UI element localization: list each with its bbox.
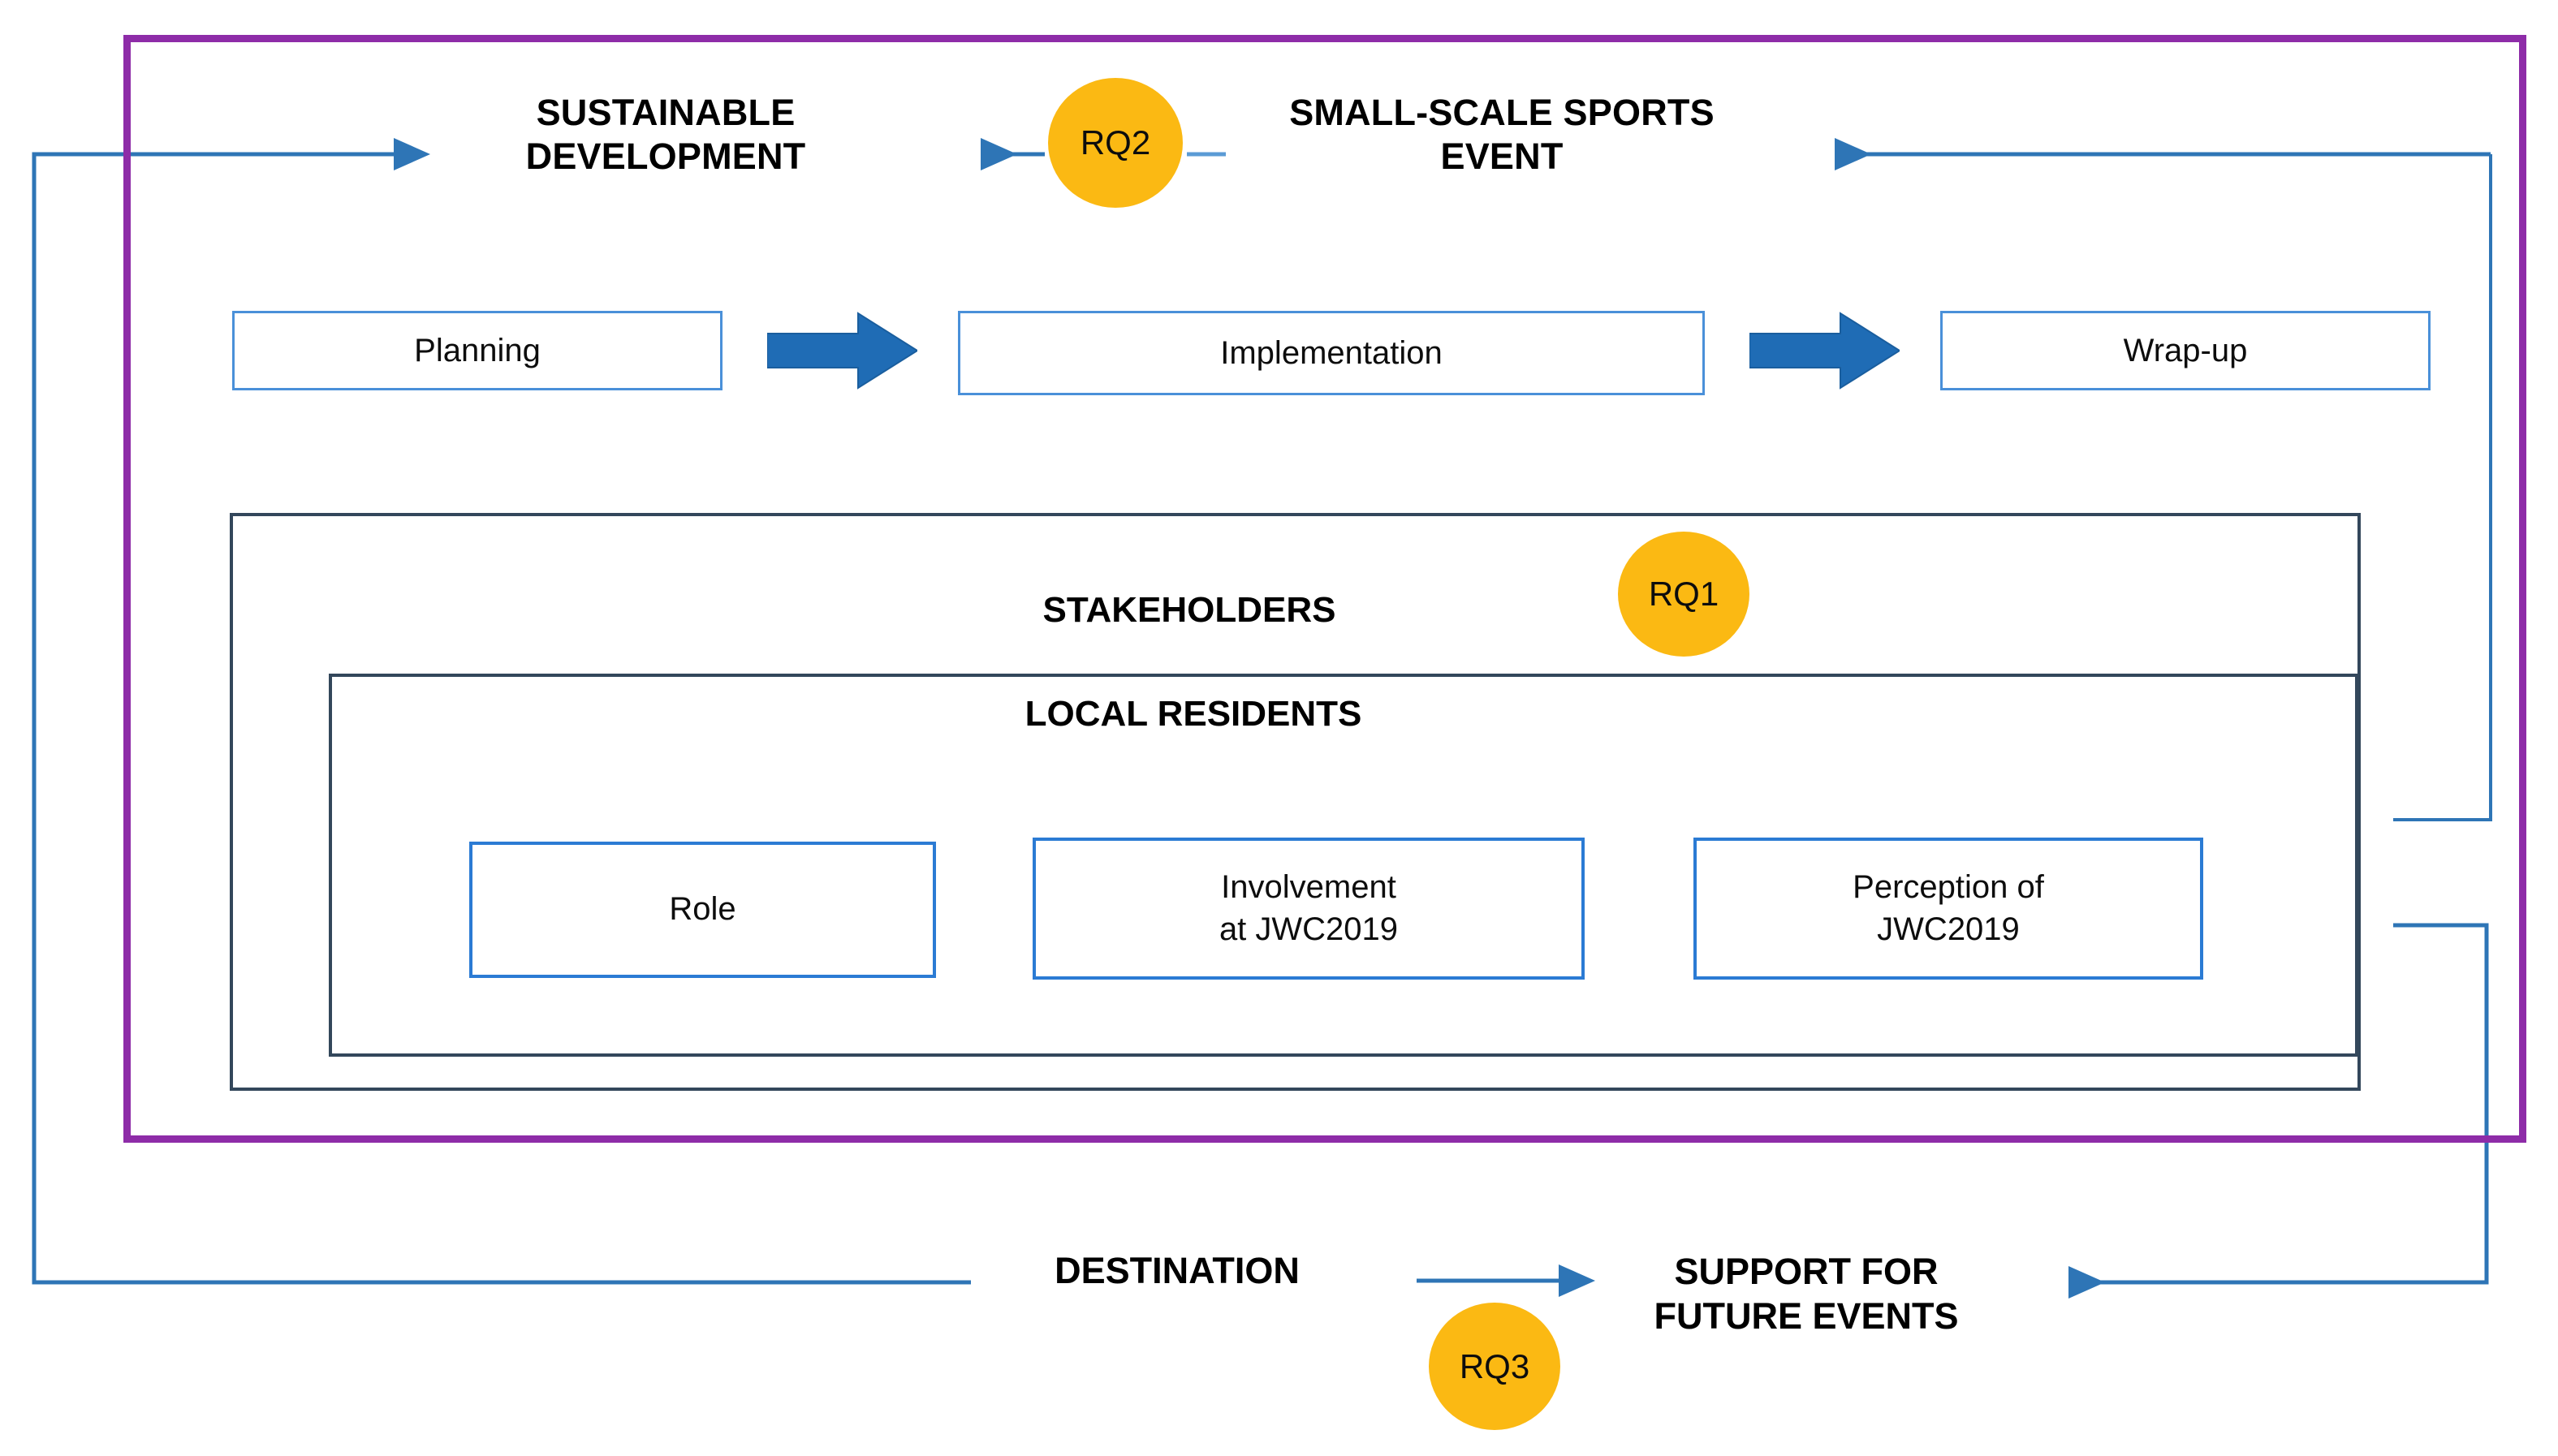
- attribute-box-label-line-1: Involvement: [1221, 869, 1396, 906]
- stakeholders-container: [230, 513, 2361, 1091]
- stakeholders-heading: STAKEHOLDERS: [1042, 590, 1336, 630]
- heading-line-1: SUPPORT FOR: [1674, 1251, 1939, 1292]
- heading-line-1: SUSTAINABLE: [536, 92, 796, 133]
- research-question-bubble-rq2[interactable]: RQ2: [1048, 78, 1183, 208]
- local-residents-container: [329, 674, 2358, 1057]
- sustainable-development-frame: [123, 35, 2526, 1143]
- process-box-planning[interactable]: Planning: [232, 311, 723, 390]
- attribute-box-label-line-2: at JWC2019: [1219, 911, 1399, 947]
- process-box-label: Planning: [414, 332, 541, 368]
- research-question-label: RQ1: [1648, 575, 1719, 613]
- block-arrow-right-icon: [767, 312, 917, 390]
- heading-line-1: SMALL-SCALE SPORTS: [1289, 92, 1715, 133]
- heading-line-2: DEVELOPMENT: [525, 136, 806, 177]
- attribute-box-perception[interactable]: Perception of JWC2019: [1693, 838, 2203, 980]
- process-box-label: Implementation: [1220, 334, 1443, 371]
- attribute-box-involvement[interactable]: Involvement at JWC2019: [1033, 838, 1585, 980]
- research-question-bubble-rq3[interactable]: RQ3: [1429, 1303, 1560, 1430]
- sustainable-development-heading: SUSTAINABLE DEVELOPMENT: [455, 91, 877, 179]
- local-residents-heading: LOCAL RESIDENTS: [1024, 694, 1362, 734]
- research-question-label: RQ2: [1080, 123, 1151, 162]
- attribute-box-label: Role: [669, 891, 736, 928]
- attribute-box-label-line-1: Perception of: [1853, 869, 2044, 906]
- attribute-box-role[interactable]: Role: [469, 842, 936, 978]
- process-box-wrap-up[interactable]: Wrap-up: [1940, 311, 2431, 390]
- heading-line-2: FUTURE EVENTS: [1654, 1294, 1959, 1337]
- block-arrow-right-icon: [1749, 312, 1900, 390]
- small-scale-sports-event-heading: SMALL-SCALE SPORTS EVENT: [1242, 91, 1762, 179]
- support-for-future-events-heading: SUPPORT FOR FUTURE EVENTS: [1587, 1250, 2025, 1339]
- destination-heading: DESTINATION: [1055, 1250, 1300, 1291]
- research-question-label: RQ3: [1459, 1346, 1530, 1385]
- research-question-bubble-rq1[interactable]: RQ1: [1618, 532, 1749, 657]
- process-box-implementation[interactable]: Implementation: [958, 311, 1705, 395]
- process-box-label: Wrap-up: [2123, 332, 2248, 368]
- heading-line-2: EVENT: [1440, 136, 1564, 177]
- attribute-box-label-line-2: JWC2019: [1877, 911, 2020, 947]
